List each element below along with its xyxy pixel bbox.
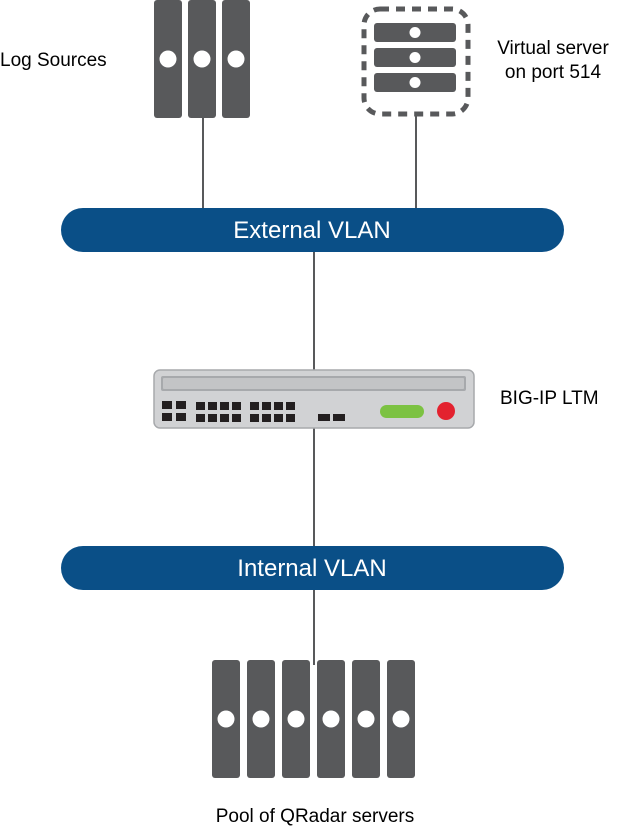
big-ip-appliance-icon [153,369,475,429]
pool-label: Pool of QRadar servers [215,806,415,827]
server-rack-icon [154,0,250,118]
internal-vlan: Internal VLAN [61,546,564,590]
internal-vlan-label: Internal VLAN [237,555,386,582]
connectors [202,115,417,665]
external-vlan: External VLAN [61,208,564,252]
server-pool-icon [212,660,415,778]
big-ip-label: BIG-IP LTM [500,388,599,409]
virtual-server-label-line1: Virtual server [497,38,609,59]
external-vlan-label: External VLAN [233,217,390,244]
virtual-server-label-line2: on port 514 [504,62,602,83]
virtual-server-label: Virtual server on port 514 [478,37,627,85]
virtual-server-icon [361,6,471,117]
log-sources-label: Log Sources [0,50,107,71]
